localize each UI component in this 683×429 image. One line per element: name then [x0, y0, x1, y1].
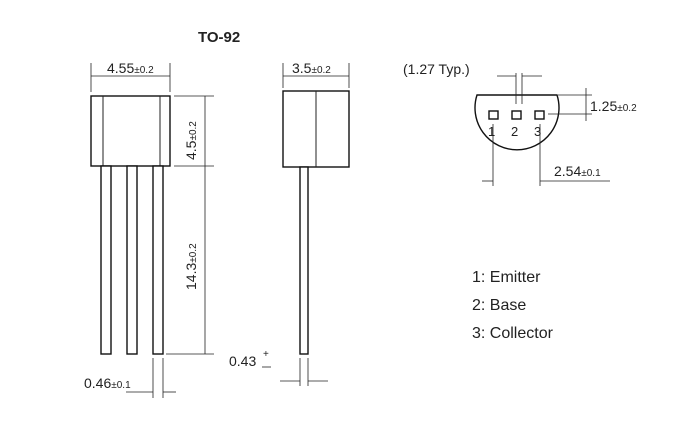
- package-title: TO-92: [198, 29, 240, 46]
- front-view: [90, 95, 171, 355]
- svg-text:4.5±0.2: 4.5±0.2: [183, 121, 199, 160]
- svg-text:1.25±0.2: 1.25±0.2: [590, 98, 637, 114]
- svg-text:14.3±0.2: 14.3±0.2: [183, 243, 199, 290]
- dim-lead-length: 14.3±0.2: [166, 166, 214, 355]
- pad-2: [511, 110, 522, 120]
- pin-label-1: 1: [488, 124, 495, 139]
- svg-text:(1.27 Typ.): (1.27 Typ.): [403, 61, 470, 77]
- lead-3: [152, 165, 164, 355]
- svg-text:4.55±0.2: 4.55±0.2: [107, 60, 154, 76]
- legend-base: 2: Base: [472, 297, 526, 314]
- lead-1: [100, 165, 112, 355]
- bottom-outline: [474, 94, 560, 151]
- dim-bottom-span: 2.54±0.1: [482, 124, 610, 186]
- lead-2: [126, 165, 138, 355]
- svg-text:0.43: 0.43: [229, 353, 256, 369]
- dim-side-width: 3.5±0.2: [282, 60, 350, 88]
- side-view: [282, 90, 350, 355]
- pin-label-3: 3: [534, 124, 541, 139]
- pin-legend: 1: Emitter 2: Base 3: Collector: [472, 269, 554, 342]
- dim-bottom-offset: 1.25±0.2: [548, 88, 637, 121]
- pad-1: [488, 110, 499, 120]
- dim-pitch-typ: (1.27 Typ.): [403, 61, 542, 104]
- svg-text:3.5±0.2: 3.5±0.2: [292, 60, 331, 76]
- legend-collector: 3: Collector: [472, 325, 554, 342]
- svg-text:0.46±0.1: 0.46±0.1: [84, 375, 131, 391]
- front-body: [90, 95, 171, 167]
- svg-text:2.54±0.1: 2.54±0.1: [554, 163, 601, 179]
- dim-lead-width: 0.46±0.1: [84, 358, 176, 398]
- pad-3: [534, 110, 545, 120]
- side-lead: [299, 166, 309, 355]
- bottom-view: 1 2 3: [474, 94, 560, 151]
- svg-text:+: +: [263, 349, 269, 360]
- dim-front-height: 4.5±0.2: [174, 95, 214, 167]
- pin-label-2: 2: [511, 124, 518, 139]
- dim-front-width: 4.55±0.2: [90, 60, 171, 92]
- legend-emitter: 1: Emitter: [472, 269, 541, 286]
- dim-side-lead: 0.43 +: [229, 349, 328, 386]
